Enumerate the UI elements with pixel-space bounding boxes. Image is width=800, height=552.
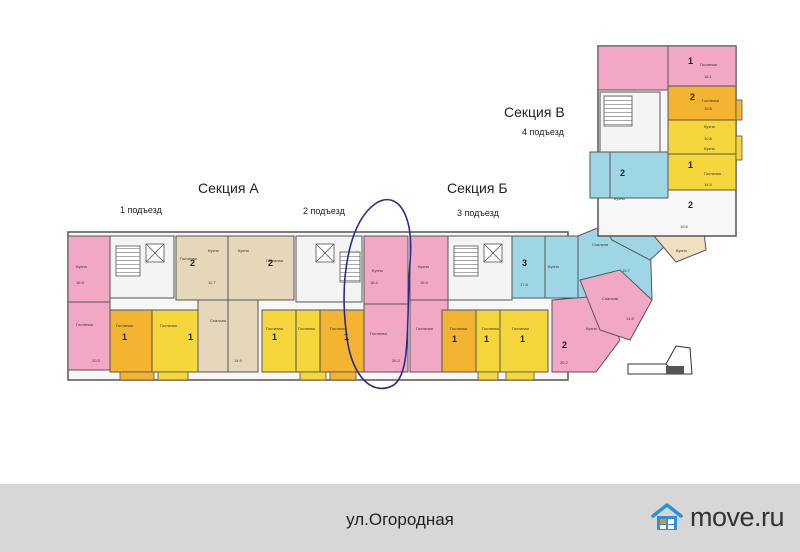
room-label: Гостиная — [370, 331, 387, 336]
apartment-number: 2 — [688, 200, 693, 210]
section-b-title: Секция Б — [447, 180, 508, 196]
apartment-number: 2 — [562, 340, 567, 350]
section-v-title: Секция В — [504, 104, 565, 120]
brand-link[interactable]: move.ru — [650, 500, 785, 534]
apartment-number: 1 — [122, 332, 127, 342]
apartment-number: 1 — [688, 160, 693, 170]
room-label: Гостиная — [704, 171, 721, 176]
apartment-number: 2 — [190, 258, 195, 268]
area-value: 15.8 — [704, 106, 713, 111]
room-label: Кухня — [418, 264, 429, 269]
entrance-4-label: 4 подъезд — [522, 127, 565, 137]
area-value: 11.7 — [208, 280, 216, 285]
room-label: Спальня — [210, 318, 226, 323]
section-b-apartments — [409, 235, 579, 381]
area-values: 16.9 20.5 11.7 14.9 16.4 15.5 20.2 17.8 … — [76, 74, 713, 365]
room-label: Кухня — [238, 248, 249, 253]
area-value: 15.5 — [420, 280, 429, 285]
room-label: Кухня — [676, 248, 687, 253]
room-label: Гостиная — [266, 258, 283, 263]
entrance-2-label: 2 подъезд — [303, 206, 346, 216]
apartment-number: 1 — [452, 334, 457, 344]
room-label: Кухня — [76, 264, 87, 269]
apartment-number: 2 — [620, 168, 625, 178]
room-label: Гостиная — [330, 326, 347, 331]
apartment-number: 3 — [522, 258, 527, 268]
room-label: Гостиная — [298, 326, 315, 331]
house-logo-icon — [651, 503, 683, 530]
area-value: 19.6 — [680, 224, 689, 229]
room-labels: Кухня Гостиная Гостиная Гостиная Гостина… — [76, 62, 721, 336]
area-value: 20.2 — [392, 358, 401, 363]
room-label: Кухня — [586, 326, 597, 331]
area-value: 16.9 — [76, 280, 85, 285]
entrance-3-label: 3 подъезд — [457, 208, 500, 218]
room-label: Кухня — [614, 196, 625, 201]
section-a-title: Секция А — [198, 180, 259, 196]
room-label: Гостиная — [160, 323, 177, 328]
room-label: Гостиная — [416, 326, 433, 331]
entrance-1-label: 1 подъезд — [120, 205, 163, 215]
section-a-apartments — [67, 235, 409, 381]
room-label: Кухня — [704, 124, 715, 129]
room-label: Гостиная — [700, 62, 717, 67]
apartment-number: 1 — [272, 332, 277, 342]
area-value: 17.8 — [520, 282, 529, 287]
room-label: Гостиная — [266, 326, 283, 331]
room-label: Гостиная — [482, 326, 499, 331]
apartment-number: 2 — [268, 258, 273, 268]
room-label: Гостиная — [450, 326, 467, 331]
room-label: Кухня — [704, 146, 715, 151]
apartment-number: 1 — [188, 332, 193, 342]
area-value: 15.7 — [622, 268, 631, 273]
room-label: Гостиная — [702, 98, 719, 103]
room-label: Спальня — [602, 296, 618, 301]
footer-bar: ул.Огородная move.ru — [0, 484, 800, 552]
apartment-number: 2 — [690, 92, 695, 102]
room-label: Гостиная — [180, 256, 197, 261]
area-value: 14.5 — [704, 182, 713, 187]
highlight-ellipse — [343, 198, 412, 390]
room-label: Гостиная — [116, 323, 133, 328]
area-value: 14.8 — [626, 316, 635, 321]
brand-text: move.ru — [689, 501, 785, 532]
apartment-number: 1 — [484, 334, 489, 344]
section-v-apartments — [589, 45, 743, 237]
room-label: Гостиная — [76, 322, 93, 327]
street-name: ул.Огородная — [346, 510, 454, 529]
room-label: Кухня — [548, 264, 559, 269]
apartment-number: 1 — [520, 334, 525, 344]
room-label: Кухня — [208, 248, 219, 253]
area-value: 20.2 — [560, 360, 569, 365]
room-label: Спальня — [592, 242, 608, 247]
area-value: 14.9 — [234, 358, 243, 363]
site-schematic — [627, 345, 693, 375]
area-value: 16.1 — [704, 74, 713, 79]
room-label: Кухня — [372, 268, 383, 273]
apartment-number: 1 — [688, 56, 693, 66]
area-value: 10.8 — [704, 136, 713, 141]
room-label: Гостиная — [512, 326, 529, 331]
area-value: 16.4 — [370, 280, 379, 285]
floor-plan: Кухня Гостиная Гостиная Гостиная Гостина… — [67, 45, 743, 390]
area-value: 20.5 — [92, 358, 101, 363]
